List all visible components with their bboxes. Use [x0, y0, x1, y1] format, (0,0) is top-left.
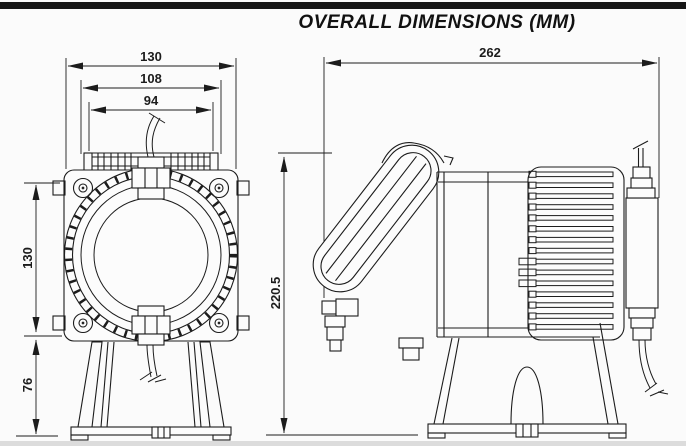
dim-label-front-width-middle: 108 [140, 71, 162, 86]
side-injection-valve [625, 140, 659, 341]
front-corner-screws [72, 177, 230, 334]
dim-label-side-height: 220.5 [268, 277, 283, 310]
side-pump-head [312, 144, 440, 293]
dim-label-side-length: 262 [479, 45, 501, 60]
dim-side-height: 220.5 [266, 152, 418, 436]
front-top-cable [145, 112, 166, 158]
dim-front-width-outer: 130 [65, 49, 237, 169]
bottom-strip [0, 441, 686, 446]
dim-label-front-height-stand: 76 [20, 378, 35, 392]
drawing-title: OVERALL DIMENSIONS (MM) [298, 12, 575, 33]
dim-front-width-middle: 108 [80, 71, 222, 154]
front-mount-tabs [52, 180, 250, 331]
dim-label-front-width-inner: 94 [144, 93, 159, 108]
front-bottom-tube [139, 344, 167, 383]
side-stand [427, 322, 627, 439]
top-bar [0, 2, 686, 9]
dim-front-height-body: 130 [20, 182, 62, 337]
dim-label-front-width-outer: 130 [140, 49, 162, 64]
front-view [52, 112, 250, 441]
side-view [312, 140, 669, 439]
front-top-valve-fitting [131, 156, 171, 200]
front-bottom-valve-fitting [131, 305, 171, 346]
side-suction-valve [321, 298, 359, 352]
dim-side-length: 262 [323, 45, 660, 298]
dim-label-front-height-body: 130 [20, 247, 35, 269]
side-motor-body [436, 171, 600, 338]
side-drain-fitting [398, 337, 424, 361]
dim-front-width-inner: 94 [88, 93, 214, 151]
side-head-dome [381, 142, 454, 166]
side-cooling-fins [518, 170, 614, 331]
dimension-lines: 130 108 94 130 76 262 [16, 45, 660, 437]
front-stand [70, 341, 232, 441]
side-power-cable [638, 339, 669, 397]
dim-front-height-stand: 76 [16, 339, 58, 437]
